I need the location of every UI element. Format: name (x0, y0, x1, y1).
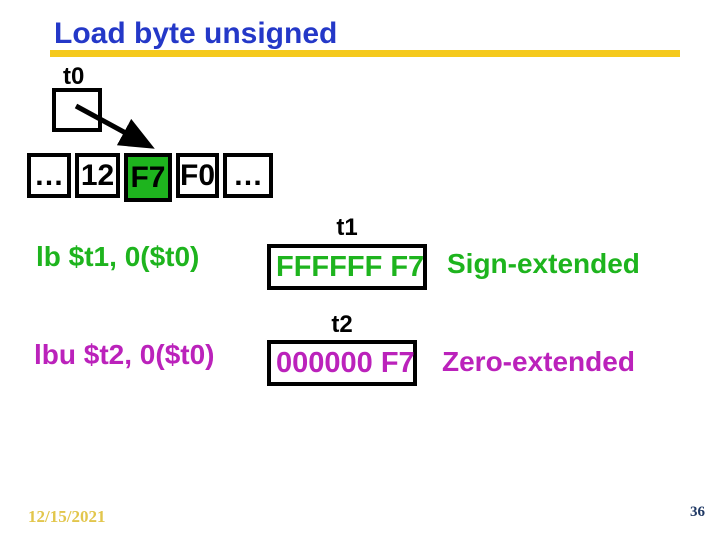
t2-register-label: t2 (331, 311, 353, 338)
slide-title: Load byte unsigned (54, 17, 338, 50)
instruction-lb: lb $t1, 0($t0) (36, 241, 200, 272)
t2-register-box: 000000 F7 (267, 340, 417, 386)
footer-date: 12/15/2021 (28, 507, 106, 526)
t2-register-value: 000000 F7 (276, 346, 415, 379)
sign-extended-note: Sign-extended (447, 248, 640, 279)
t0-register-label: t0 (63, 63, 85, 90)
page-number: 36 (690, 504, 705, 520)
memory-cell: … (223, 153, 273, 198)
memory-cell: F0 (176, 153, 219, 198)
t1-register-label: t1 (336, 214, 358, 241)
t1-register-value: FFFFFF F7 (276, 250, 425, 283)
memory-row: … 12 F7 F0 … (27, 153, 273, 202)
t0-pointer-box (52, 88, 102, 132)
pointer-arrow-icon (74, 103, 155, 149)
memory-cell: … (27, 153, 71, 198)
title-underline (50, 50, 680, 57)
zero-extended-note: Zero-extended (442, 346, 635, 377)
memory-cell: 12 (75, 153, 120, 198)
t1-register-box: FFFFFF F7 (267, 244, 427, 290)
memory-cell-highlighted: F7 (124, 153, 172, 202)
instruction-lbu: lbu $t2, 0($t0) (34, 339, 215, 370)
